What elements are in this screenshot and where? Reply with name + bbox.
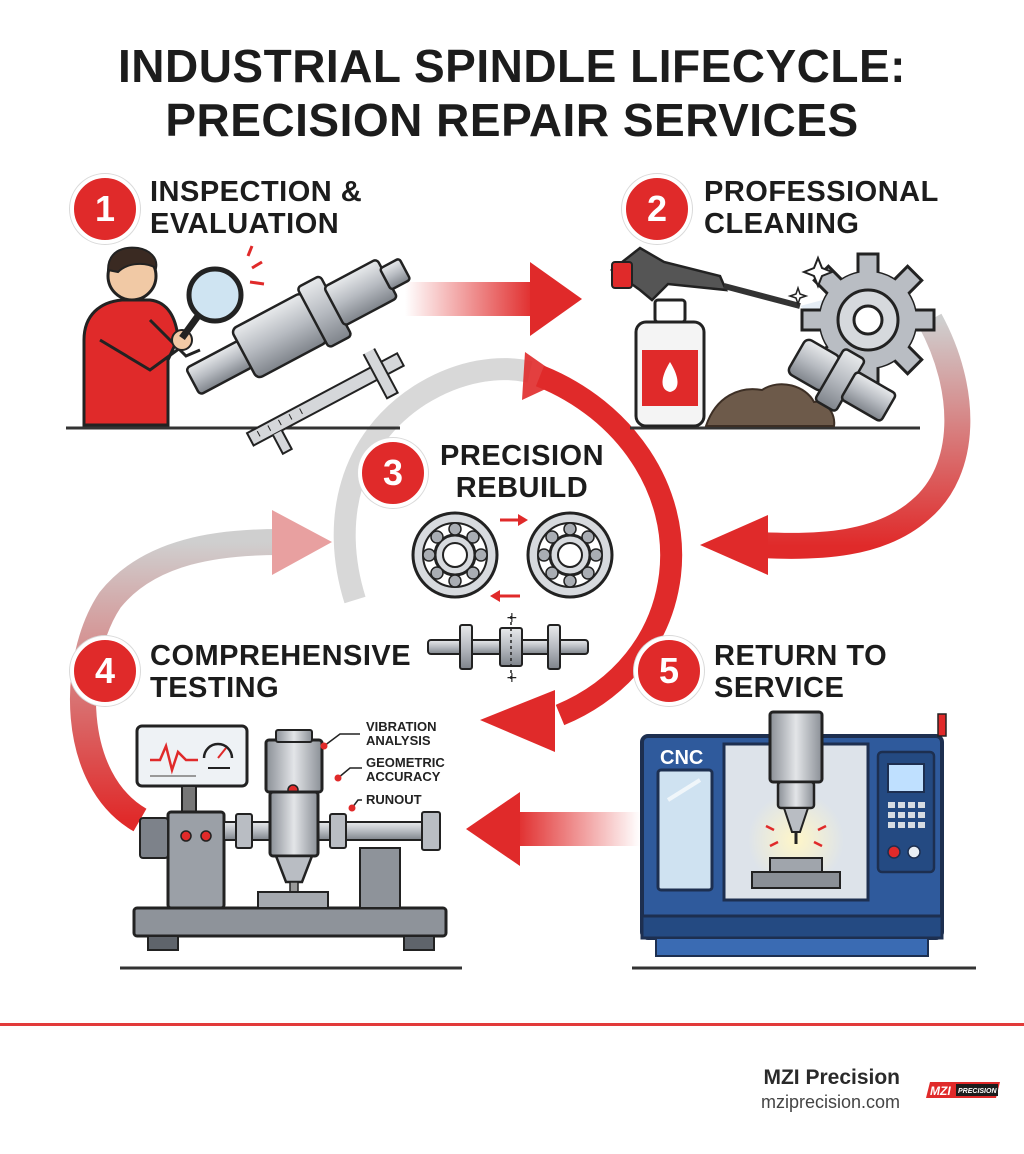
step-3-title: PRECISION REBUILD [432, 440, 612, 504]
step-1-title-line2: EVALUATION [150, 208, 340, 240]
brand-logo: MZI PRECISION [926, 1082, 1000, 1098]
cleaning-illustration [609, 246, 936, 430]
step-4-badge: 4 [70, 636, 140, 706]
callout-vibration-line1: VIBRATION [366, 719, 437, 734]
step-5-badge: 5 [634, 636, 704, 706]
center-cycle-ring [333, 352, 683, 752]
logo-text-precision: PRECISION [958, 1088, 997, 1095]
svg-text:+: + [506, 670, 518, 686]
cnc-machine-illustration: CNC [632, 710, 976, 970]
inspector-illustration [66, 245, 411, 456]
step-4-title-line2: TESTING [150, 672, 280, 704]
callout-geometric-line2: ACCURACY [366, 769, 441, 784]
step-2-badge: 2 [622, 174, 692, 244]
step-2-title: PROFESSIONAL CLEANING [704, 176, 939, 240]
svg-text:+: + [506, 610, 518, 626]
step-5-title-line2: SERVICE [714, 672, 845, 704]
callout-runout: RUNOUT [366, 792, 422, 807]
step-1-title-line1: INSPECTION & [150, 176, 363, 208]
arrow-2-to-5 [700, 313, 971, 575]
callout-geometric-line1: GEOMETRIC [366, 755, 445, 770]
step-5-title: RETURN TO SERVICE [714, 640, 887, 704]
arrow-4-to-3 [70, 510, 332, 832]
callout-vibration-line2: ANALYSIS [366, 733, 431, 748]
callout-geometric-accuracy: GEOMETRIC ACCURACY [366, 756, 445, 784]
brand-url: mziprecision.com [760, 1092, 900, 1112]
page-title-line2: PRECISION REPAIR SERVICES [165, 94, 859, 146]
arrow-1-to-2 [405, 262, 582, 336]
step-3-title-line2: REBUILD [455, 472, 589, 504]
brand-name: MZI Precision [763, 1066, 900, 1089]
cnc-label: CNC [660, 747, 703, 769]
footer-divider [0, 1023, 1024, 1026]
arrow-5-to-4 [466, 792, 640, 866]
step-3-badge: 3 [358, 438, 428, 508]
step-2-title-line2: CLEANING [704, 208, 860, 240]
callout-vibration-analysis: VIBRATION ANALYSIS [366, 720, 437, 748]
step-3-title-line1: PRECISION [439, 440, 605, 472]
bearings-illustration: + + [411, 511, 614, 686]
step-1-badge: 1 [70, 174, 140, 244]
logo-text-mzi: MZI [930, 1084, 951, 1098]
page-title-line1: INDUSTRIAL SPINDLE LIFECYCLE: [117, 40, 906, 92]
test-bench-illustration [120, 724, 462, 970]
step-4-title-line1: COMPREHENSIVE [150, 640, 412, 672]
step-5-title-line1: RETURN TO [714, 640, 888, 672]
step-1-title: INSPECTION & EVALUATION [150, 176, 362, 240]
step-4-title: COMPREHENSIVE TESTING [150, 640, 411, 704]
step-2-title-line1: PROFESSIONAL [704, 176, 939, 208]
